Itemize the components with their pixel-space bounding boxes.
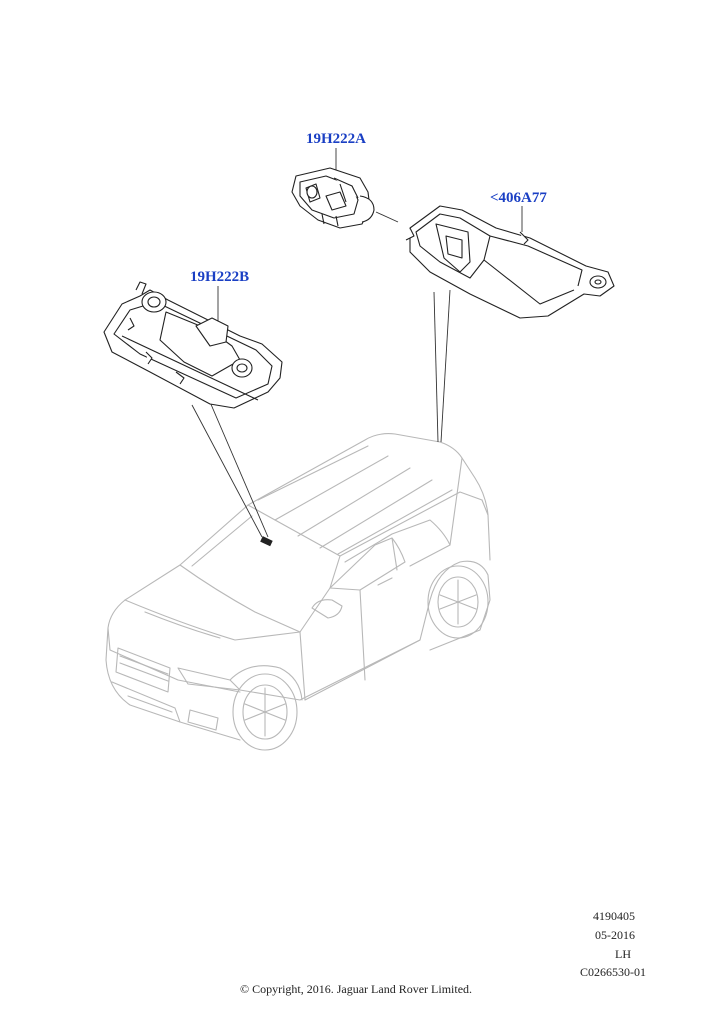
- camera-cover-part: [405, 205, 615, 319]
- part-callout-19h222b[interactable]: 19H222B: [190, 269, 250, 285]
- camera-location-marker: [260, 536, 273, 547]
- camera-module-part: [291, 167, 375, 229]
- illustration-number: 4190405: [593, 909, 635, 923]
- illustration-date: 05-2016: [595, 928, 635, 942]
- camera-bracket-part: [103, 281, 283, 409]
- leader-lines: [191, 148, 523, 538]
- part-callout-19h222a[interactable]: 19H222A: [306, 131, 366, 147]
- part-callout-406a77[interactable]: <406A77: [490, 190, 547, 206]
- copyright-notice: © Copyright, 2016. Jaguar Land Rover Lim…: [239, 982, 473, 996]
- vehicle-outline: [105, 433, 491, 751]
- drawing-code: C0266530-01: [580, 965, 646, 979]
- vehicle-side: LH: [615, 947, 631, 961]
